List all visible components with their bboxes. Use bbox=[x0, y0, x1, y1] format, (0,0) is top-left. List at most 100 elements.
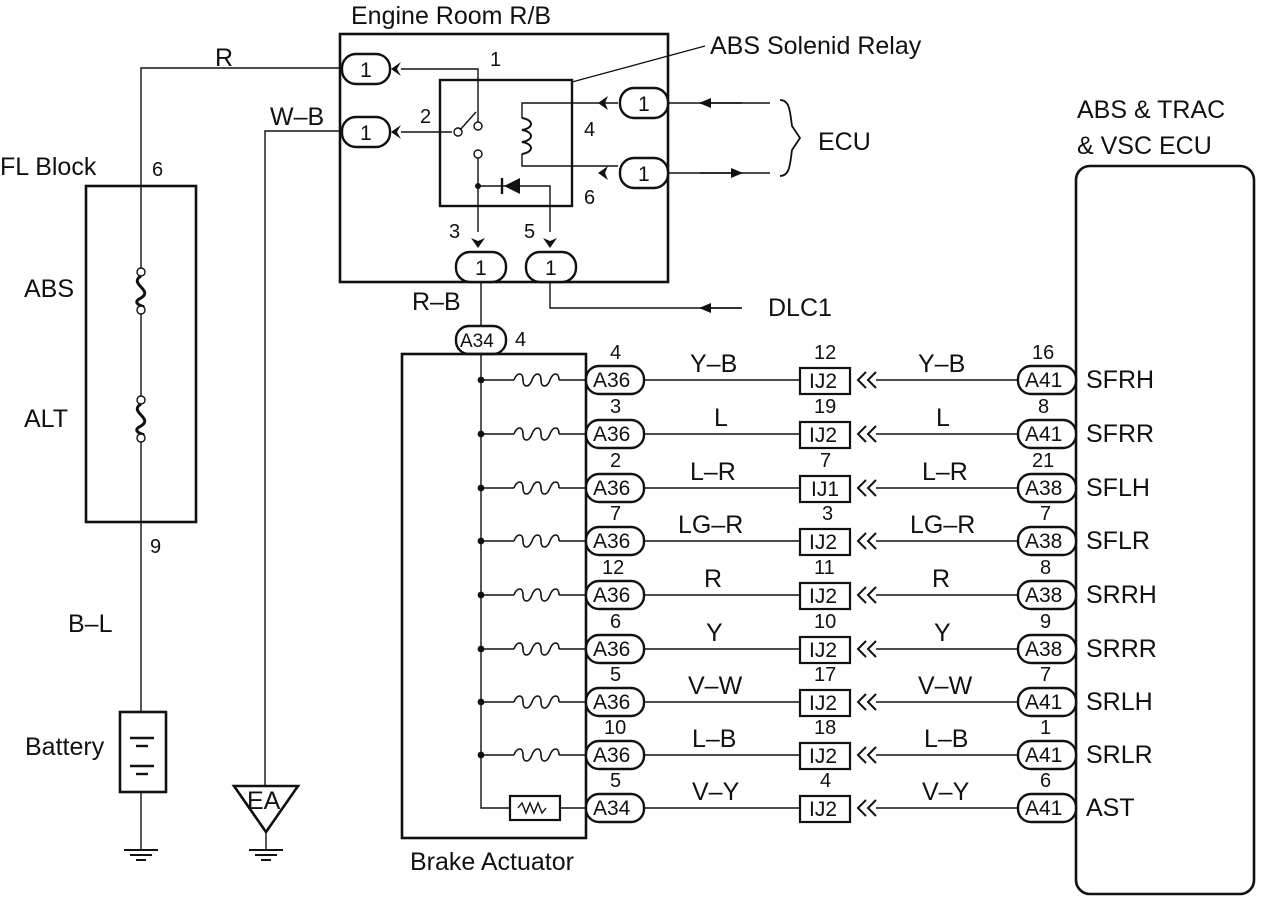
circuit-rows: 4 A36 Y–B 12 IJ2 Y–B 16 A41 SFRH 3 A36 bbox=[477, 342, 1157, 824]
wire-a: V–Y bbox=[692, 778, 740, 806]
ecu-pin: 1 bbox=[1040, 717, 1051, 739]
wire-b: L–B bbox=[924, 725, 968, 753]
act-pin: 3 bbox=[610, 396, 621, 418]
ecu-connector bbox=[1016, 472, 1078, 504]
relay-pin-4: 4 bbox=[584, 119, 595, 141]
circuit-row: 2 A36 L–R 7 IJ1 L–R 21 A38 SFLH bbox=[477, 450, 1150, 504]
junction-pin: 10 bbox=[814, 611, 836, 633]
svg-text:IJ1: IJ1 bbox=[811, 478, 839, 501]
act-pin: 6 bbox=[610, 611, 621, 633]
wire-b: LG–R bbox=[910, 511, 975, 539]
wire-r bbox=[140, 67, 342, 186]
act-pin: 5 bbox=[610, 664, 621, 686]
actuator-in-pin: 4 bbox=[515, 329, 526, 351]
ecu-connector bbox=[1016, 364, 1078, 396]
relay-pin-2: 2 bbox=[420, 106, 431, 128]
signal-label: SFLH bbox=[1086, 474, 1150, 502]
ecu-connector bbox=[1016, 418, 1078, 450]
svg-text:A36: A36 bbox=[593, 423, 630, 446]
wire-b: R bbox=[932, 565, 950, 593]
ecu-connector bbox=[1016, 579, 1078, 611]
junction-connector bbox=[798, 794, 852, 824]
signal-label: SRRR bbox=[1086, 635, 1157, 663]
circuit-row: 3 A36 L 19 IJ2 L 8 A41 SFRR bbox=[477, 396, 1154, 450]
wire-wb-label: W–B bbox=[270, 103, 324, 131]
svg-text:IJ2: IJ2 bbox=[809, 585, 837, 608]
fuse-abs-label: ABS bbox=[24, 275, 74, 303]
svg-text:1: 1 bbox=[475, 257, 487, 280]
fuse-abs: ABS bbox=[24, 186, 147, 315]
wire-rb-label: R–B bbox=[412, 288, 461, 316]
ground-icon bbox=[124, 792, 158, 861]
svg-text:A41: A41 bbox=[1025, 691, 1062, 714]
svg-text:A38: A38 bbox=[1025, 638, 1062, 661]
svg-text:A38: A38 bbox=[1025, 477, 1062, 500]
act-pin: 10 bbox=[604, 717, 626, 739]
svg-text:A34: A34 bbox=[460, 331, 494, 352]
ecu-ref-label: ECU bbox=[818, 128, 871, 156]
ecu-pin: 7 bbox=[1040, 503, 1051, 525]
svg-text:IJ2: IJ2 bbox=[809, 639, 837, 662]
wire-a: Y bbox=[706, 619, 723, 647]
ecu-label-line2: & VSC ECU bbox=[1077, 132, 1212, 160]
fl-block-pin-top: 6 bbox=[152, 159, 163, 181]
act-pin: 7 bbox=[610, 503, 621, 525]
junction-pin: 19 bbox=[814, 396, 836, 418]
ecu-brace bbox=[779, 99, 802, 177]
resistor bbox=[508, 794, 562, 822]
wire-a: L–R bbox=[690, 458, 736, 486]
wire-b: Y–B bbox=[918, 350, 965, 378]
relay-pin-3: 3 bbox=[449, 221, 460, 243]
circuit-row: 5 A36 V–W 17 IJ2 V–W 7 A41 SRLH bbox=[477, 664, 1153, 718]
brake-actuator-box bbox=[400, 352, 588, 840]
battery: Battery bbox=[25, 710, 168, 794]
circuit-row: 10 A36 L–B 18 IJ2 L–B 1 A41 SRLR bbox=[477, 717, 1153, 771]
junction-pin: 12 bbox=[814, 342, 836, 364]
brake-actuator: Brake Actuator bbox=[400, 352, 588, 876]
ecu-box bbox=[1074, 164, 1256, 896]
circuit-row: 6 A36 Y 10 IJ2 Y 9 A38 SRRR bbox=[477, 611, 1157, 665]
connector-r bbox=[340, 52, 392, 86]
wire-bl-label: B–L bbox=[68, 610, 113, 638]
junction-connector bbox=[798, 366, 852, 396]
ecu-connector bbox=[1016, 686, 1078, 718]
circuit-row: 12 A36 R 11 IJ2 R 8 A38 SRRH bbox=[477, 557, 1157, 611]
relay-pin-6: 6 bbox=[584, 187, 595, 209]
relay-pin-5: 5 bbox=[524, 221, 535, 243]
engine-room-box bbox=[338, 32, 670, 284]
ecu-pin: 9 bbox=[1040, 611, 1051, 633]
abs-trac-vsc-ecu: ABS & TRAC & VSC ECU bbox=[1074, 96, 1256, 896]
act-pin: 5 bbox=[610, 770, 621, 792]
wire-a: LG–R bbox=[678, 511, 743, 539]
ground-ea: EA bbox=[231, 784, 301, 861]
brake-actuator-label: Brake Actuator bbox=[410, 848, 574, 876]
wire-a: V–W bbox=[688, 672, 743, 700]
signal-label: AST bbox=[1086, 794, 1135, 822]
connector-5 bbox=[524, 250, 578, 284]
svg-text:A36: A36 bbox=[593, 530, 630, 553]
wire-dlc1 bbox=[549, 282, 740, 309]
svg-text:IJ2: IJ2 bbox=[809, 370, 837, 393]
junction-connector bbox=[798, 741, 852, 771]
ecu-connector bbox=[1016, 739, 1078, 771]
wire-b: Y bbox=[934, 619, 951, 647]
svg-text:A36: A36 bbox=[593, 584, 630, 607]
wire-b: V–Y bbox=[922, 778, 970, 806]
ecu-connector bbox=[1016, 525, 1078, 557]
ground-icon bbox=[249, 849, 283, 861]
svg-text:A36: A36 bbox=[593, 638, 630, 661]
relay-leader bbox=[571, 45, 706, 83]
svg-text:IJ2: IJ2 bbox=[809, 798, 837, 821]
svg-text:A36: A36 bbox=[593, 744, 630, 767]
fuse-alt: ALT bbox=[24, 395, 147, 443]
circuit-row: 4 A36 Y–B 12 IJ2 Y–B 16 A41 SFRH bbox=[477, 342, 1154, 396]
wire-b: L bbox=[936, 404, 950, 432]
engine-room-rb: Engine Room R/B 1 1 1 2 4 6 bbox=[338, 2, 670, 284]
ecu-pin: 16 bbox=[1032, 342, 1054, 364]
wire-wb bbox=[264, 130, 342, 786]
wire-a: L–B bbox=[692, 725, 736, 753]
svg-text:A34: A34 bbox=[593, 797, 631, 820]
wire-a: L bbox=[714, 404, 728, 432]
relay-box bbox=[438, 78, 574, 208]
